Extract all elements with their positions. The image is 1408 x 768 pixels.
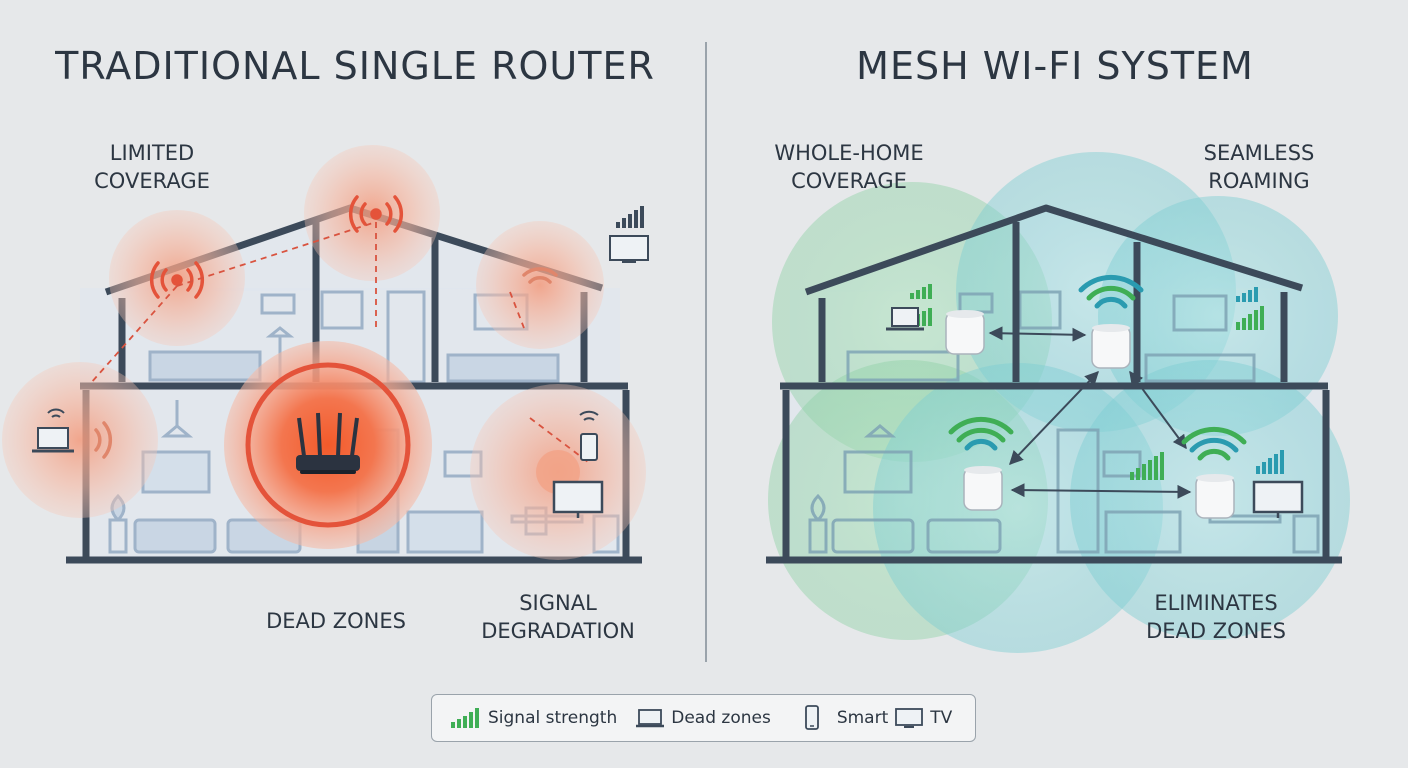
mesh-node-icon: [1195, 474, 1235, 519]
legend: Signal strength Dead zones Smart TV: [431, 694, 976, 742]
left-house: [2, 145, 649, 564]
signal-bars-icon: [1236, 306, 1264, 330]
signal-bars-icon: [1130, 452, 1164, 480]
signal-paths: [89, 221, 589, 463]
legend-label: Dead zones: [671, 708, 771, 728]
smartphone-icon: [579, 410, 599, 461]
main-router-icon: [296, 412, 360, 474]
wifi-icon: [1181, 426, 1247, 461]
signal-bars-icon: [616, 206, 644, 228]
mesh-node-icon: [1091, 324, 1131, 369]
coverage-circle: [2, 362, 158, 518]
legend-item-dead-zones: Dead zones: [635, 707, 771, 729]
tv-icon: [895, 708, 924, 728]
signal-bars-icon: [451, 708, 479, 728]
weak-signal-arcs: [94, 195, 558, 459]
router-coverage: [224, 341, 432, 549]
laptop-icon: [636, 709, 665, 728]
legend-label: Smart: [836, 708, 889, 728]
router-ring: [245, 362, 411, 528]
smartphone-icon: [804, 705, 819, 730]
desktop-monitor-icon: [1252, 480, 1304, 518]
wifi-icon: [948, 416, 1014, 451]
left-panel-title: TRADITIONAL SINGLE ROUTER: [55, 44, 655, 88]
mesh-node-icon: [945, 310, 985, 355]
desktop-monitor-icon: [552, 480, 604, 518]
laptop-icon: [32, 408, 74, 453]
legend-label: TV: [930, 708, 953, 728]
coverage-circle: [476, 221, 604, 349]
tv-icon: [609, 235, 649, 263]
signal-bars-icon: [1236, 287, 1258, 302]
legend-item-smart: Smart: [801, 705, 888, 731]
mesh-connections: [988, 326, 1192, 499]
label-whole-home-coverage: WHOLE-HOME COVERAGE: [774, 141, 924, 193]
label-eliminates-dead-zones: ELIMINATES DEAD ZONES: [1146, 591, 1286, 643]
legend-item-signal: Signal strength: [450, 707, 617, 729]
signal-bars-icon: [1256, 450, 1284, 474]
label-seamless-roaming: SEAMLESS ROAMING: [1203, 141, 1315, 193]
label-dead-zones: DEAD ZONES: [266, 609, 406, 633]
label-signal-degradation: SIGNAL DEGRADATION: [481, 591, 635, 643]
wifi-icon: [1078, 274, 1144, 309]
laptop-icon: [886, 307, 924, 331]
label-limited-coverage: LIMITED COVERAGE: [94, 141, 210, 193]
right-house: [766, 152, 1350, 653]
legend-label: Signal strength: [488, 708, 618, 728]
right-panel-title: MESH WI-FI SYSTEM: [856, 44, 1254, 88]
panel-divider: [705, 42, 707, 662]
mesh-node-icon: [963, 466, 1003, 511]
legend-item-tv: TV: [894, 707, 952, 729]
